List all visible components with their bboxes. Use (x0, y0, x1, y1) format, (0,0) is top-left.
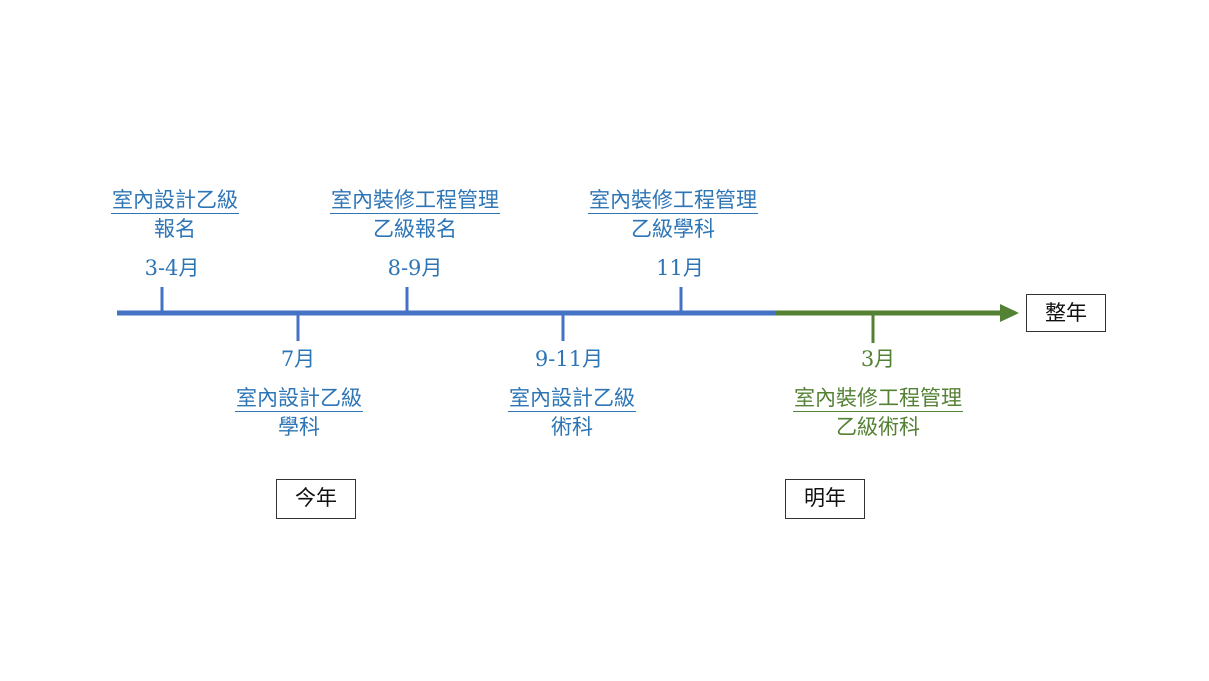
event-month-e5: 11月 (656, 256, 704, 280)
event-title: 室內設計乙級 (235, 386, 363, 412)
period-box-next-year: 明年 (785, 479, 865, 519)
event-month-e1: 3-4月 (144, 256, 200, 280)
event-title: 室內設計乙級 (111, 188, 239, 214)
event-subtitle: 乙級學科 (631, 217, 715, 241)
event-month-e6: 3月 (860, 347, 896, 371)
period-box-full-year: 整年 (1026, 294, 1106, 332)
event-label-e6: 室內裝修工程管理 乙級術科 (760, 384, 996, 442)
event-label-e3: 室內裝修工程管理 乙級報名 (297, 186, 533, 244)
event-title: 室內裝修工程管理 (588, 188, 758, 214)
event-subtitle: 乙級術科 (836, 415, 920, 439)
event-month-e2: 7月 (280, 347, 316, 371)
event-title: 室內裝修工程管理 (793, 386, 963, 412)
event-title: 室內設計乙級 (508, 386, 636, 412)
event-subtitle: 報名 (154, 217, 196, 241)
event-month-e4: 9-11月 (534, 347, 604, 371)
event-subtitle: 學科 (278, 415, 320, 439)
period-box-this-year: 今年 (276, 479, 356, 519)
event-label-e1: 室內設計乙級 報名 (62, 186, 288, 244)
event-label-e4: 室內設計乙級 術科 (459, 384, 685, 442)
event-subtitle: 乙級報名 (373, 217, 457, 241)
event-subtitle: 術科 (551, 415, 593, 439)
timeline-arrowhead-icon (1000, 304, 1019, 322)
event-label-e2: 室內設計乙級 學科 (186, 384, 412, 442)
event-label-e5: 室內裝修工程管理 乙級學科 (555, 186, 791, 244)
event-title: 室內裝修工程管理 (330, 188, 500, 214)
event-month-e3: 8-9月 (387, 256, 443, 280)
